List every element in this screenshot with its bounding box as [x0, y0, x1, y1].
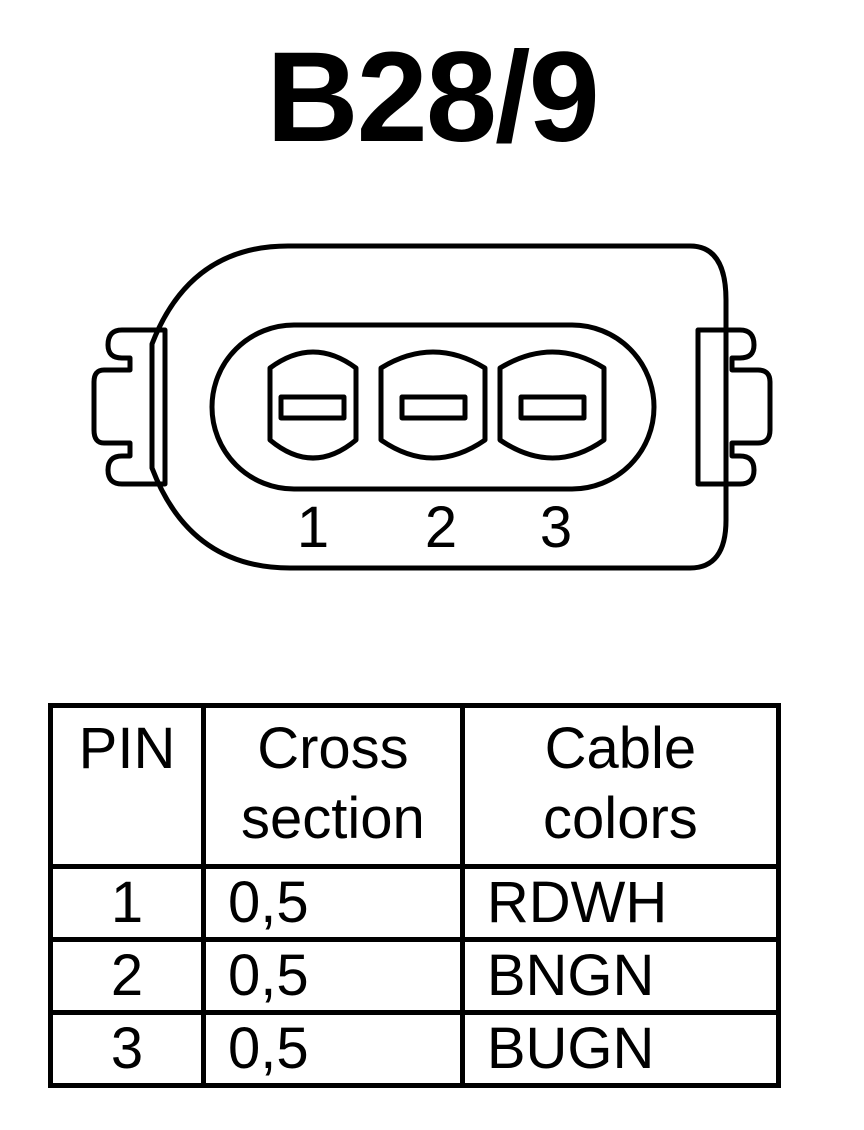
pin-assignment-table: PIN Cross section Cable colors 1 0,5 RDW… [47, 703, 782, 1088]
pin-blade-3 [518, 394, 587, 421]
pin-blade-2 [399, 394, 468, 421]
cell-cross-section: 0,5 [201, 937, 465, 1015]
pin-socket-3 [497, 349, 607, 461]
pin-socket-1 [267, 349, 359, 461]
connector-housing [149, 243, 729, 571]
header-pin: PIN [47, 703, 207, 869]
header-cross-section: Cross section [201, 703, 465, 869]
cell-cable-color: RDWH [459, 864, 782, 942]
cell-pin: 1 [47, 864, 207, 942]
pin-blade-1 [278, 394, 347, 421]
table-row: 2 0,5 BNGN [47, 937, 782, 1015]
pin-label-3: 3 [540, 495, 572, 560]
pin-socket-2 [378, 349, 488, 461]
pin-well [209, 322, 657, 492]
pin-label-2: 2 [425, 495, 457, 560]
right-latch [695, 327, 773, 487]
table-row: 3 0,5 BUGN [47, 1010, 782, 1088]
cell-pin: 3 [47, 1010, 207, 1088]
cell-pin: 2 [47, 937, 207, 1015]
cell-cross-section: 0,5 [201, 1010, 465, 1088]
connector-title: B28/9 [266, 26, 600, 169]
left-latch [91, 327, 168, 487]
table-row: 1 0,5 RDWH [47, 864, 782, 942]
header-cable-colors: Cable colors [459, 703, 782, 869]
cell-cable-color: BUGN [459, 1010, 782, 1088]
cell-cable-color: BNGN [459, 937, 782, 1015]
cell-cross-section: 0,5 [201, 864, 465, 942]
connector-diagram: 1 2 3 [91, 243, 773, 571]
table-header-row: PIN Cross section Cable colors [47, 703, 782, 869]
pin-label-1: 1 [297, 495, 329, 560]
